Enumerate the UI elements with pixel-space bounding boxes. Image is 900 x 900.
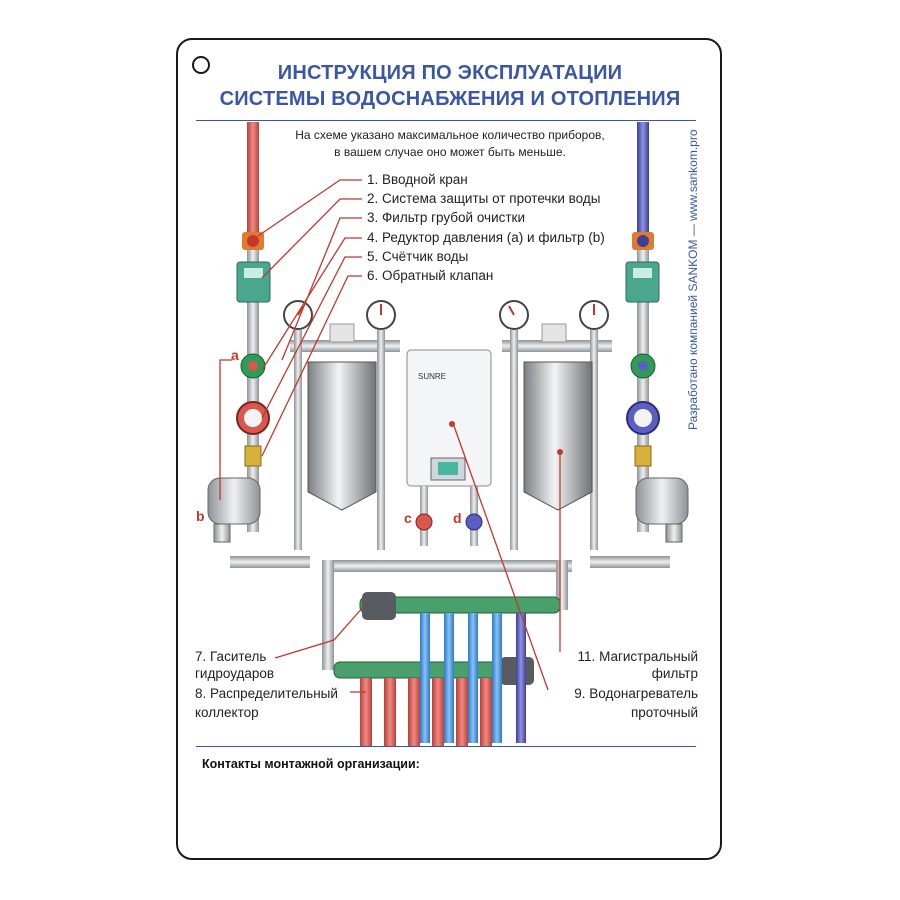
title-divider (196, 120, 696, 121)
label-8-line-1: 8. Распределительный (195, 686, 338, 701)
label-7-line-1: 7. Гаситель (195, 649, 267, 664)
legend-item-6: 6. Обратный клапан (367, 268, 494, 283)
legend-item-1: 1. Вводной кран (367, 172, 468, 187)
legend-item-3: 3. Фильтр грубой очистки (367, 210, 525, 225)
title-line-2: СИСТЕМЫ ВОДОСНАБЖЕНИЯ И ОТОПЛЕНИЯ (219, 88, 681, 110)
legend-item-5: 5. Счётчик воды (367, 249, 469, 264)
label-9-line-2: проточный (630, 705, 698, 720)
title-line-1: ИНСТРУКЦИЯ ПО ЭКСПЛУАТАЦИИ (277, 62, 623, 84)
contacts-divider (196, 746, 696, 747)
inlet-pipe-cold (637, 122, 649, 232)
label-a: a (231, 347, 239, 363)
developer-credit: Разработано компанией SANKOM — www.sanko… (686, 129, 700, 430)
label-11-line-2: фильтр (651, 666, 698, 681)
label-11-line-1: 11. Магистральный (577, 649, 698, 664)
water-heater (406, 349, 492, 487)
label-b: b (196, 508, 205, 524)
check-valve-left (244, 445, 262, 467)
label-8-line-2: коллектор (195, 705, 259, 720)
callout-lines (219, 179, 561, 693)
water-hammer-arrester-top (362, 592, 396, 620)
valve-d (465, 513, 483, 531)
coarse-filter-right (635, 477, 689, 525)
legend-item-4: 4. Редуктор давления (а) и фильтр (b) (367, 230, 605, 245)
legend-item-2: 2. Система защиты от протечки воды (367, 191, 601, 206)
outlet-pipes-hot (360, 678, 492, 746)
outlet-pipes-cold (420, 613, 526, 743)
inlet-pipe-hot (247, 122, 259, 232)
label-7-line-2: гидроударов (195, 666, 275, 681)
main-filter-tank-left (307, 361, 377, 511)
check-valve-right (634, 445, 652, 467)
label-d: d (453, 510, 462, 526)
hanging-hole (192, 56, 210, 74)
note-line-1: На схеме указано максимальное количество… (295, 128, 605, 142)
heater-brand: SUNRE (418, 372, 447, 381)
label-9-line-1: 9. Водонагреватель (574, 686, 698, 701)
contacts-heading: Контакты монтажной организации: (202, 757, 420, 771)
coarse-filter-left (207, 477, 261, 525)
main-filter-tank-right (523, 361, 593, 511)
pressure-gauges (283, 300, 609, 330)
note-line-2: в вашем случае оно может быть меньше. (334, 145, 566, 159)
label-c: c (404, 510, 412, 526)
valve-c (415, 513, 433, 531)
